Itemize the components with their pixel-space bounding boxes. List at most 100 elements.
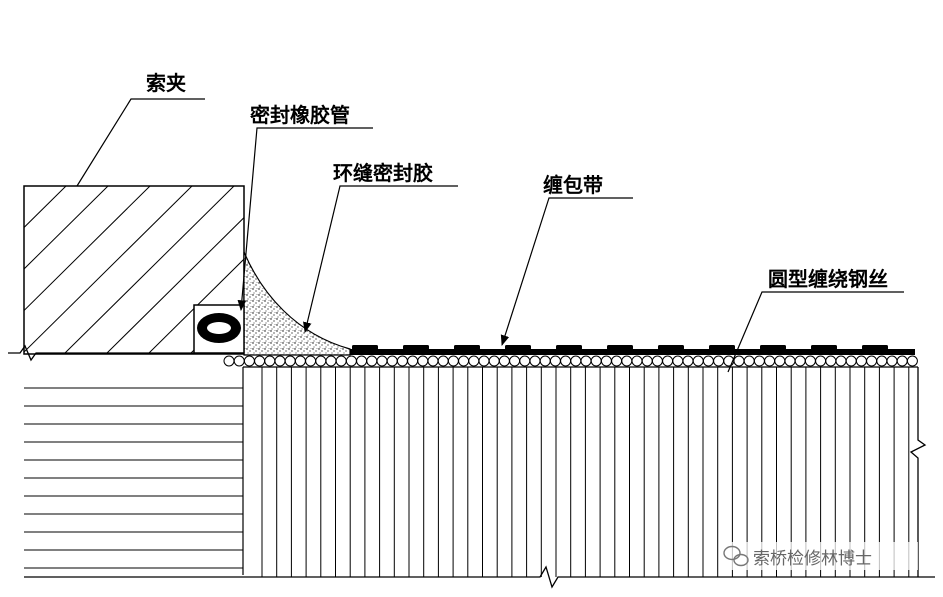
clamp-hatch-line bbox=[24, 186, 109, 270]
wire-circle bbox=[294, 355, 306, 367]
clamp-hatch-line bbox=[24, 186, 67, 229]
wire-circle bbox=[886, 355, 898, 367]
clamp-hatch-line bbox=[24, 186, 25, 187]
wire-circle bbox=[794, 355, 806, 367]
round-wrapping-wire bbox=[223, 355, 918, 367]
wire-circle bbox=[264, 355, 276, 367]
wire-circle bbox=[223, 355, 235, 367]
wire-circle bbox=[376, 355, 388, 367]
wire-circle bbox=[468, 355, 480, 367]
wire-circle bbox=[815, 355, 827, 367]
label-cable-clamp: 索夹 bbox=[146, 71, 186, 95]
wire-circle bbox=[458, 355, 470, 367]
wire-circle bbox=[672, 355, 684, 367]
wire-circle bbox=[570, 355, 582, 367]
wrapping-tape bbox=[344, 345, 915, 355]
wire-circle bbox=[325, 355, 337, 367]
wire-circle bbox=[662, 355, 674, 367]
wire-circle bbox=[753, 355, 765, 367]
wire-circle bbox=[233, 355, 245, 367]
leader-lines bbox=[76, 98, 904, 373]
wire-circle bbox=[305, 355, 317, 367]
wire-circle bbox=[641, 355, 653, 367]
wire-circle bbox=[692, 355, 704, 367]
wechat-icon bbox=[723, 545, 749, 567]
wire-circle bbox=[866, 355, 878, 367]
tape-bump bbox=[352, 345, 378, 350]
cable-inner-layer bbox=[24, 367, 244, 575]
wire-circle bbox=[243, 355, 255, 367]
wire-circle bbox=[345, 355, 357, 367]
wire-circle bbox=[845, 355, 857, 367]
wire-circle bbox=[509, 355, 521, 367]
label-sealant: 环缝密封胶 bbox=[333, 161, 433, 185]
wire-circle bbox=[315, 355, 327, 367]
wire-circle bbox=[498, 355, 510, 367]
tape-bump bbox=[658, 345, 684, 350]
wire-circle bbox=[743, 355, 755, 367]
wire-circle bbox=[835, 355, 847, 367]
tape-bump bbox=[811, 345, 837, 350]
cable-clamp bbox=[23, 185, 528, 355]
wire-circle bbox=[478, 355, 490, 367]
watermark: 索桥检修林博士 bbox=[722, 542, 918, 570]
wire-circle bbox=[600, 355, 612, 367]
tape-bump bbox=[709, 345, 735, 350]
wire-circle bbox=[876, 355, 888, 367]
wire-circle bbox=[906, 355, 918, 367]
tape-bump bbox=[454, 345, 480, 350]
wire-circle bbox=[784, 355, 796, 367]
circumferential-sealant bbox=[243, 251, 351, 356]
wire-circle bbox=[682, 355, 694, 367]
wire-circle bbox=[549, 355, 561, 367]
clamp-hatch-line bbox=[358, 186, 528, 354]
tape-bump bbox=[403, 345, 429, 350]
wire-circle bbox=[335, 355, 347, 367]
wire-circle bbox=[611, 355, 623, 367]
wire-circle bbox=[447, 355, 459, 367]
wire-circle bbox=[519, 355, 531, 367]
wire-circle bbox=[356, 355, 368, 367]
clamp-hatch-line bbox=[105, 216, 244, 354]
wire-circle bbox=[774, 355, 786, 367]
wire-circle bbox=[254, 355, 266, 367]
wire-circle bbox=[896, 355, 908, 367]
wire-circle bbox=[396, 355, 408, 367]
wire-circle bbox=[386, 355, 398, 367]
wire-circle bbox=[825, 355, 837, 367]
wire-circle bbox=[702, 355, 714, 367]
wire-circle bbox=[274, 355, 286, 367]
tape-bump bbox=[556, 345, 582, 350]
wire-circle bbox=[804, 355, 816, 367]
wire-circle bbox=[713, 355, 725, 367]
wire-circle bbox=[437, 355, 449, 367]
wire-circle bbox=[284, 355, 296, 367]
tape-bump bbox=[760, 345, 786, 350]
wire-circle bbox=[631, 355, 643, 367]
wire-circle bbox=[427, 355, 439, 367]
wire-circle bbox=[366, 355, 378, 367]
tape-bump bbox=[607, 345, 633, 350]
tape-bump bbox=[862, 345, 888, 350]
clamp-hatch-line bbox=[316, 186, 486, 354]
label-round-wire: 圆型缠绕钢丝 bbox=[768, 267, 888, 291]
label-rubber-tube: 密封橡胶管 bbox=[250, 103, 350, 127]
watermark-text: 索桥检修林博士 bbox=[753, 549, 872, 569]
wire-circle bbox=[855, 355, 867, 367]
wire-circle bbox=[590, 355, 602, 367]
wire-circle bbox=[529, 355, 541, 367]
clamp-hatch-line bbox=[147, 258, 244, 354]
clamp-hatch-line bbox=[63, 186, 235, 354]
tape-bump bbox=[505, 345, 531, 350]
wire-circle bbox=[407, 355, 419, 367]
wire-circle bbox=[539, 355, 551, 367]
wire-circle bbox=[651, 355, 663, 367]
clamp-hatch-line bbox=[24, 186, 151, 312]
wire-circle bbox=[560, 355, 572, 367]
wire-circle bbox=[488, 355, 500, 367]
wire-circle bbox=[733, 355, 745, 367]
sealing-rubber-tube bbox=[193, 304, 245, 354]
clamp-hatch-line bbox=[24, 186, 193, 353]
label-wrapping-tape: 缠包带 bbox=[543, 173, 603, 197]
